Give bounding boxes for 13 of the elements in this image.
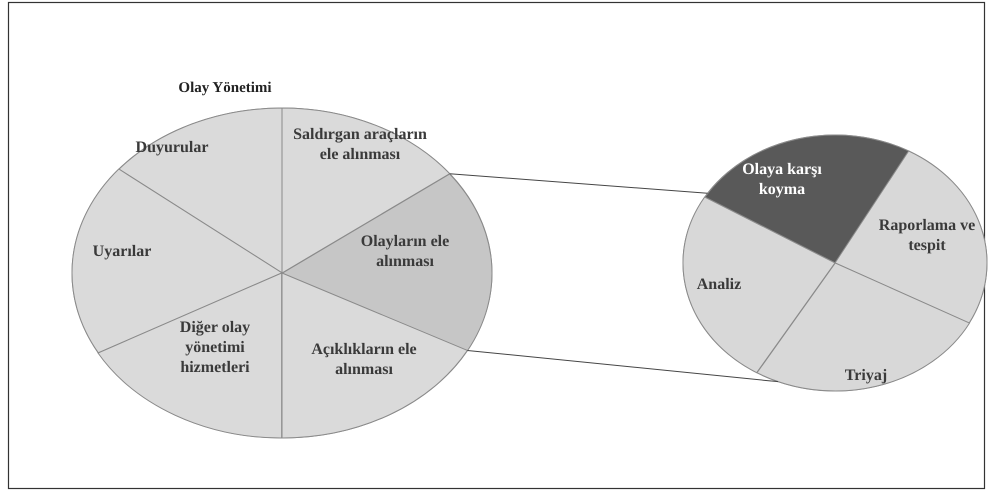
sector-label: Uyarılar bbox=[92, 242, 152, 262]
sector-label: Olaya karşı koyma bbox=[741, 160, 823, 200]
connector-line bbox=[466, 350, 779, 382]
chart-title: Olay Yönetimi bbox=[177, 80, 273, 97]
sector-label: Duyurular bbox=[134, 138, 210, 158]
sector-label: Olayların ele alınması bbox=[360, 232, 450, 272]
sector-label: Raporlama ve tespit bbox=[878, 216, 976, 256]
sector-label: Triyaj bbox=[844, 366, 888, 386]
sector-label: Analiz bbox=[696, 274, 742, 295]
sector-label: Saldırgan araçların ele alınması bbox=[292, 125, 428, 165]
sector-label: Açıklıkların ele alınması bbox=[310, 340, 418, 380]
sector-label: Diğer olay yönetimi hizmetleri bbox=[178, 318, 252, 378]
connector-line bbox=[449, 173, 708, 194]
